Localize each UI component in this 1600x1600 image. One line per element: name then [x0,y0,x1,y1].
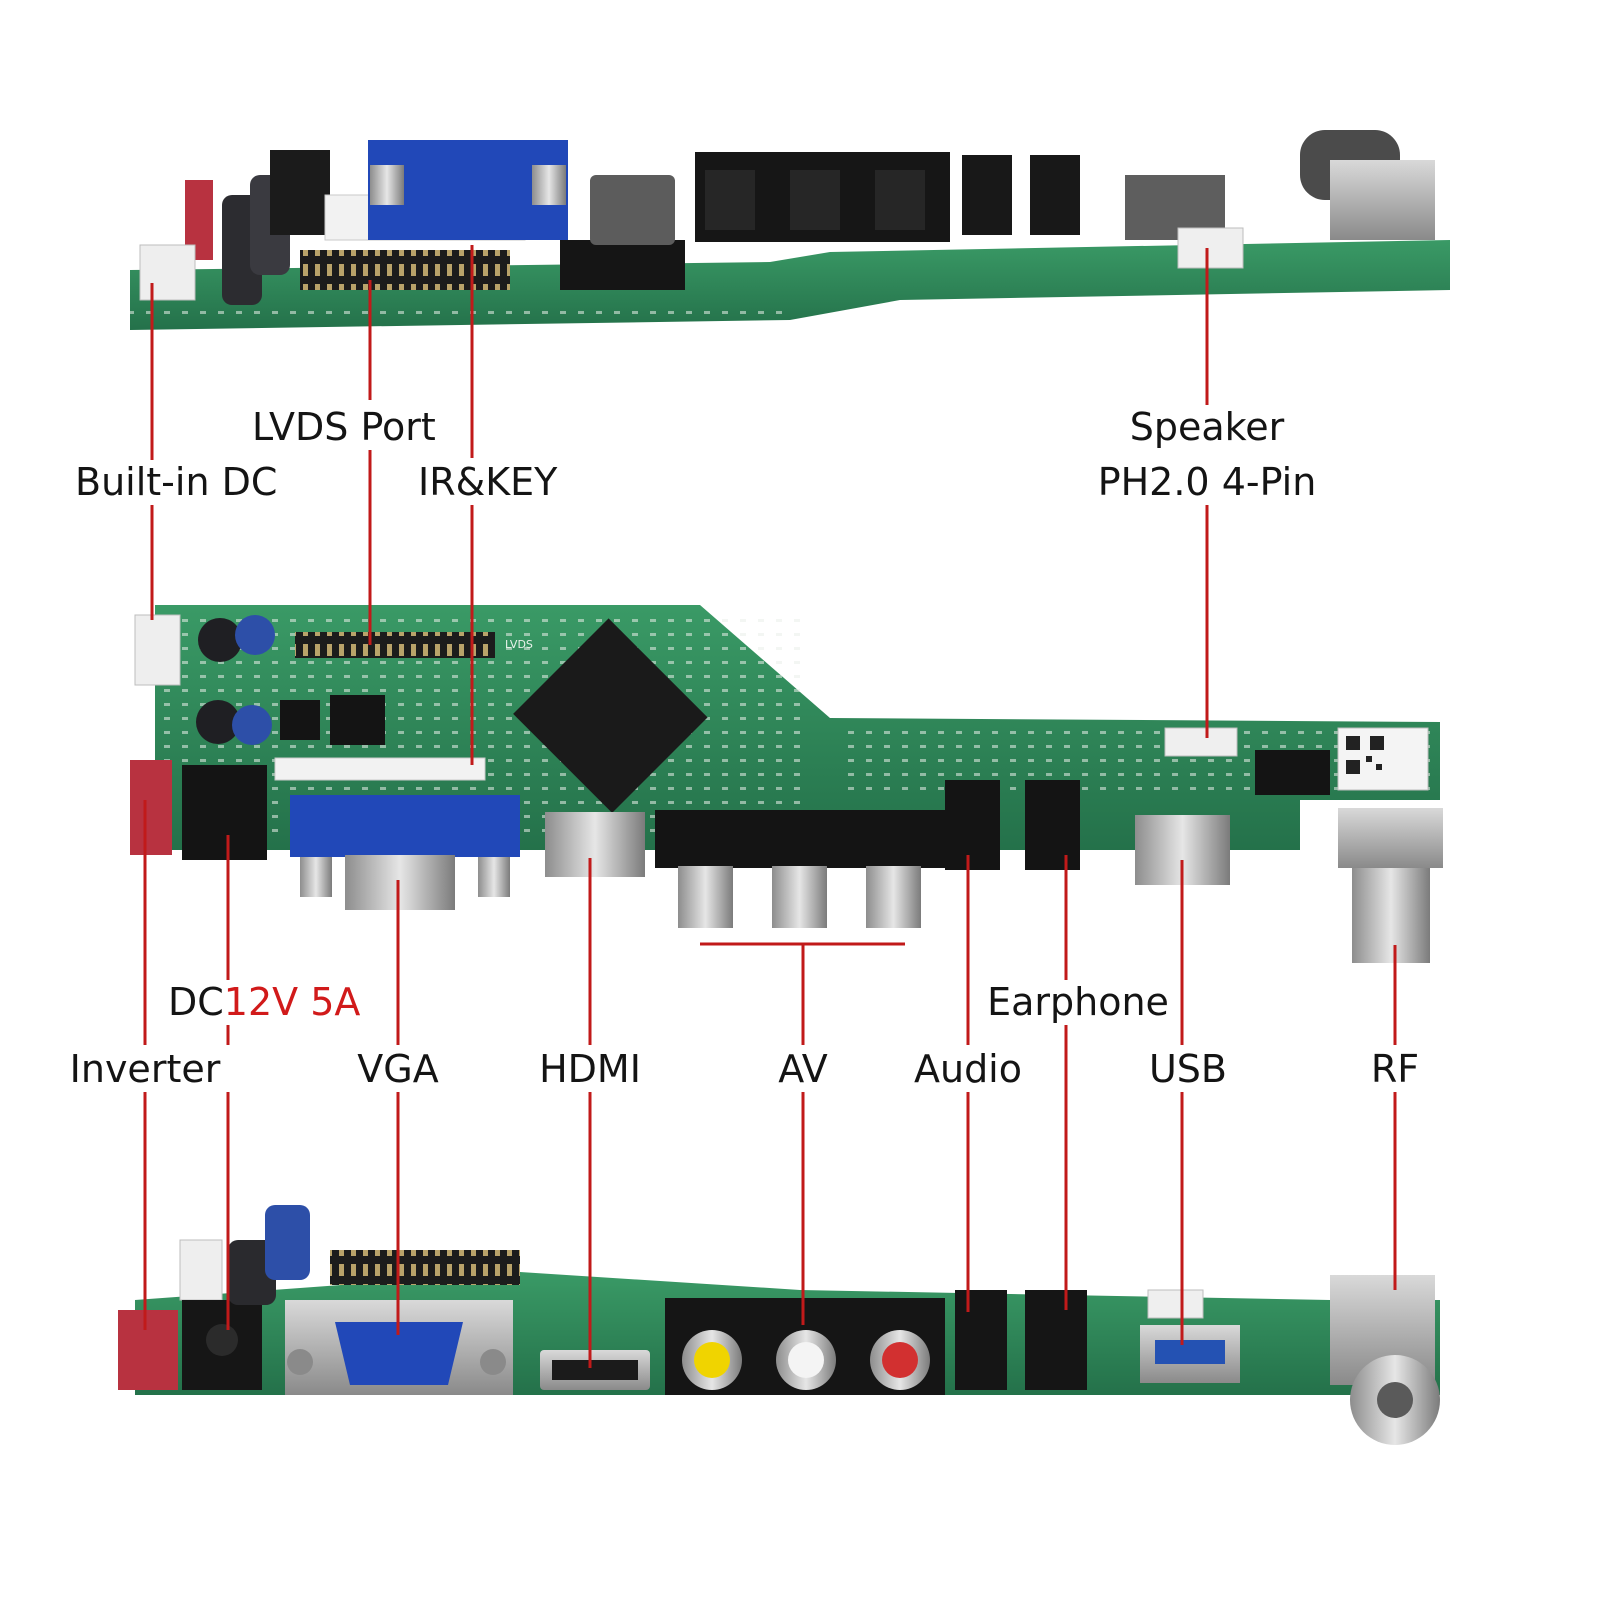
ic-chip-icon [513,618,708,813]
bottom-pin-header [330,1250,520,1285]
middle-vga-screw-right [478,857,510,897]
middle-audio-jack [945,780,1000,870]
bottom-earphone-jack [1025,1290,1087,1390]
middle-dc-connector [134,614,181,686]
bottom-capacitor-1 [228,1240,276,1305]
bottom-rf-hole [1377,1382,1413,1418]
bottom-dc-jack-hole [206,1324,238,1356]
leader-lines [143,245,1397,1368]
top-dc-jack [270,150,330,235]
top-earphone-jack [1030,155,1080,235]
top-pin-header [300,250,510,290]
top-dc-connector [139,244,196,301]
label-speaker-spec: PH2.0 4-Pin [1098,460,1317,504]
bottom-board [118,1205,1440,1445]
top-hdmi-connector [590,175,675,245]
bottom-av-jack-yellow [694,1342,730,1378]
qr-code-icon [1337,727,1429,791]
middle-speaker-connector [1164,727,1238,757]
bottom-audio-jack [955,1290,1007,1390]
label-av: AV [778,1047,828,1091]
top-vga-screw-left [370,165,404,205]
bottom-dc-connector [179,1239,223,1301]
label-usb: USB [1149,1047,1227,1091]
bottom-hdmi-port [552,1360,638,1380]
label-dc-value: 12V 5A [224,980,361,1024]
middle-capacitor-2 [235,615,275,655]
top-av-socket-3 [875,170,925,230]
middle-av-jack-3 [866,866,921,928]
label-inverter: Inverter [70,1047,221,1091]
top-board-silkscreen [130,305,790,323]
bottom-vga-connector [335,1322,463,1385]
top-av-socket-2 [790,170,840,230]
middle-rf-housing [1338,808,1443,868]
top-vga-screw-right [532,165,566,205]
middle-ir-key-socket [274,757,486,781]
label-speaker: Speaker [1130,405,1285,449]
middle-capacitor-3 [196,700,240,744]
label-vga: VGA [357,1047,438,1091]
bottom-vga-screw-right [480,1349,506,1375]
top-rf-connector [1330,160,1435,240]
middle-av-jack-2 [772,866,827,928]
middle-regulator-1 [280,700,320,740]
label-rf: RF [1371,1047,1419,1091]
middle-vga-screw-left [300,857,332,897]
label-dc-rating: DC12V 5A [168,980,360,1024]
middle-speaker-ic [1255,750,1330,795]
middle-rf-connector [1352,868,1430,963]
top-speaker-connector [1177,227,1244,269]
middle-lvds-silkscreen: LVDS [505,638,533,651]
middle-vga-shell [345,855,455,910]
bottom-capacitor-2 [265,1205,310,1280]
label-dc-prefix: DC [168,980,224,1024]
middle-dc-jack [182,765,267,860]
middle-board: LVDS [130,605,1443,963]
middle-regulator-2 [330,695,385,745]
middle-capacitor-1 [198,618,242,662]
top-main-chip [560,240,685,290]
labels: LVDS Port Built-in DC IR&KEY Speaker PH2… [70,405,1419,1091]
middle-av-block [655,810,945,868]
label-hdmi: HDMI [539,1047,641,1091]
middle-capacitor-4 [232,705,272,745]
top-av-socket-1 [705,170,755,230]
top-board [130,130,1450,330]
middle-board-silkscreen-right [840,725,1435,795]
middle-inverter-connector [130,760,172,855]
bottom-usb-port [1155,1340,1225,1364]
label-built-in-dc: Built-in DC [75,460,277,504]
middle-lvds-header [295,632,495,658]
bottom-speaker-connector [1147,1289,1204,1319]
middle-av-jack-1 [678,866,733,928]
bottom-av-jack-red [882,1342,918,1378]
label-lvds-port: LVDS Port [252,405,436,449]
middle-earphone-jack [1025,780,1080,870]
label-ir-key: IR&KEY [418,460,558,504]
middle-hdmi-connector [545,812,645,877]
bottom-vga-screw-left [287,1349,313,1375]
top-audio-jack [962,155,1012,235]
label-audio: Audio [914,1047,1022,1091]
label-earphone: Earphone [987,980,1169,1024]
bottom-inverter-connector [118,1310,178,1390]
middle-vga-connector [290,795,520,857]
bottom-av-jack-white [788,1342,824,1378]
